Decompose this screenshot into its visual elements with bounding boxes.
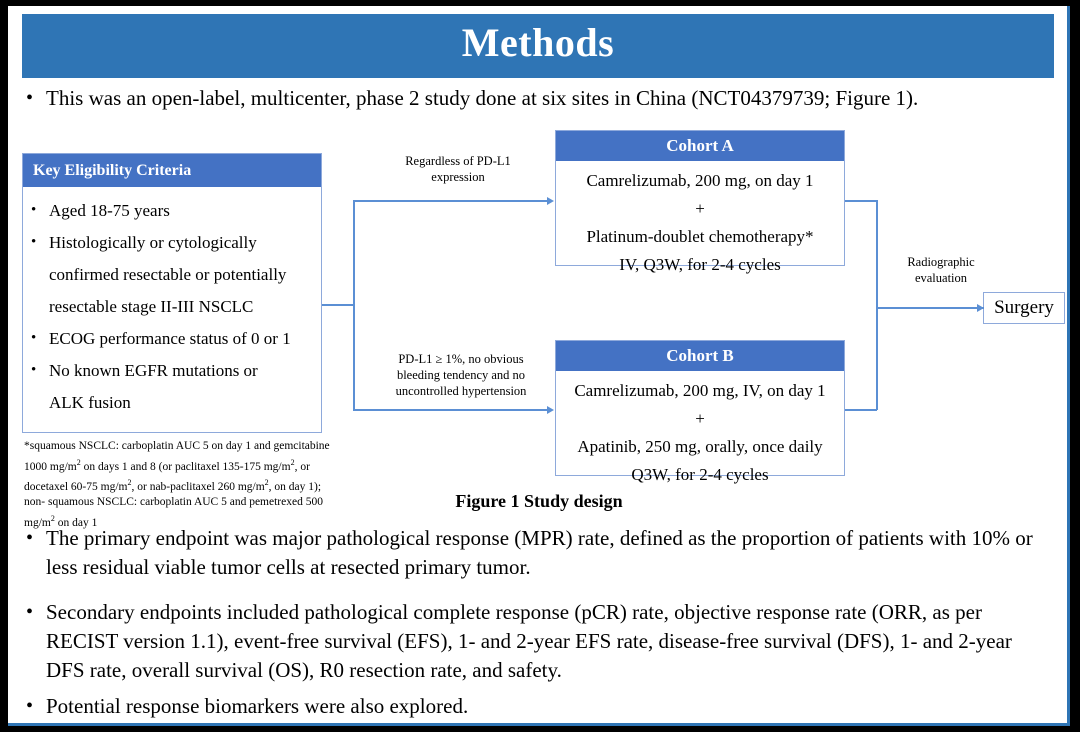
footnote-sup: 2 (50, 513, 55, 523)
arrowhead-cohort-b (547, 405, 554, 414)
study-design-figure: Key Eligibility Criteria • Aged 18-75 ye… (8, 124, 1067, 528)
list-item-label: No known EGFR mutations or (49, 361, 258, 380)
bullet-biomarkers: • Potential response biomarkers were als… (26, 692, 1048, 721)
cohort-b-header: Cohort B (556, 341, 844, 371)
connector-surgery-horizontal (876, 307, 984, 309)
figure-footnote: *squamous NSCLC: carboplatin AUC 5 on da… (24, 439, 344, 531)
cohort-b-box: Cohort B Camrelizumab, 200 mg, IV, on da… (555, 340, 845, 484)
bullet-marker: • (26, 527, 34, 549)
list-item: confirmed resectable or potentially (31, 259, 315, 290)
list-marker: • (31, 362, 37, 378)
bullet-marker: • (26, 695, 34, 717)
footnote-line3-a: squamous NSCLC: carboplatin AUC 5 and pe… (24, 496, 323, 529)
bullet-secondary-endpoints: • Secondary endpoints included pathologi… (26, 598, 1048, 685)
footnote-sup: 2 (127, 477, 132, 487)
footnote-line2-c: , or nab-paclitaxel 260 mg/m (131, 480, 265, 493)
bullet-intro-text: This was an open-label, multicenter, pha… (46, 86, 919, 110)
bullet-secondary-endpoints-text: Secondary endpoints included pathologica… (46, 600, 1012, 682)
connector-cohort-a-out (845, 200, 877, 202)
bullet-primary-endpoint: • The primary endpoint was major patholo… (26, 524, 1048, 582)
cohort-a-header: Cohort A (556, 131, 844, 161)
bullet-marker: • (26, 87, 34, 109)
connector-cohort-b-out (845, 409, 877, 411)
list-item: • ECOG performance status of 0 or 1 (31, 323, 315, 354)
eligibility-criteria-box: Key Eligibility Criteria • Aged 18-75 ye… (22, 153, 322, 433)
footnote-sup: 2 (290, 457, 295, 467)
bullet-marker: • (26, 601, 34, 623)
list-marker: • (31, 330, 37, 346)
footnote-sup: 2 (264, 477, 269, 487)
connector-split-vertical (353, 200, 355, 410)
footnote-line2-d: , on day 1); non- (24, 480, 322, 509)
surgery-box: Surgery (983, 292, 1065, 324)
bullet-primary-endpoint-text: The primary endpoint was major pathologi… (46, 526, 1033, 579)
slide-title-band: Methods (22, 14, 1054, 78)
figure-caption: Figure 1 Study design (455, 491, 623, 511)
connector-lower-horizontal (353, 409, 548, 411)
list-item-label: ALK fusion (49, 393, 131, 412)
cohort-a-plus: + (695, 199, 705, 218)
bullet-biomarkers-text: Potential response biomarkers were also … (46, 694, 469, 718)
list-item-label: resectable stage II-III NSCLC (49, 297, 254, 316)
list-item: • Histologically or cytologically (31, 227, 315, 258)
connector-upper-horizontal (353, 200, 548, 202)
cohort-a-body: Camrelizumab, 200 mg, on day 1 + Platinu… (556, 161, 844, 287)
list-marker: • (31, 202, 37, 218)
list-item-label: confirmed resectable or potentially (49, 265, 287, 284)
cohort-b-line3: Apatinib, 250 mg, orally, once daily (577, 437, 823, 456)
cohort-b-line4: Q3W, for 2-4 cycles (631, 465, 769, 484)
eligibility-list: • Aged 18-75 years • Histologically or c… (23, 187, 321, 419)
cohort-a-line1: Camrelizumab, 200 mg, on day 1 (586, 171, 814, 190)
footnote-line3-b: on day 1 (54, 516, 98, 529)
arrowhead-cohort-a (547, 196, 554, 205)
eligibility-header: Key Eligibility Criteria (23, 154, 321, 187)
connector-label-lower: PD-L1 ≥ 1%, no obvious bleeding tendency… (395, 352, 527, 398)
connector-label-upper: Regardless of PD-L1 expression (405, 154, 511, 184)
connector-stub-horizontal (322, 304, 354, 306)
list-item: • No known EGFR mutations or (31, 355, 315, 386)
cohort-a-line3: Platinum-doublet chemotherapy* (586, 227, 814, 246)
footnote-line1-a: *squamous NSCLC: carboplatin AUC 5 on da… (24, 440, 330, 473)
arrowhead-surgery (977, 303, 984, 312)
list-item-label: Histologically or cytologically (49, 233, 257, 252)
bullet-intro: • This was an open-label, multicenter, p… (26, 84, 1046, 113)
list-item: • Aged 18-75 years (31, 195, 315, 226)
cohort-b-plus: + (695, 409, 705, 428)
list-marker: • (31, 234, 37, 250)
footnote-sup: 2 (76, 457, 81, 467)
slide: Methods • This was an open-label, multic… (8, 6, 1070, 726)
cohort-a-box: Cohort A Camrelizumab, 200 mg, on day 1 … (555, 130, 845, 274)
connector-merge-vertical (876, 200, 878, 410)
footnote-line2-b: , or docetaxel 60-75 mg/m (24, 460, 310, 493)
cohort-a-line4: IV, Q3W, for 2-4 cycles (619, 255, 781, 274)
list-item: resectable stage II-III NSCLC (31, 291, 315, 322)
cohort-b-body: Camrelizumab, 200 mg, IV, on day 1 + Apa… (556, 371, 844, 497)
footnote-line1-b: on days 1 and 8 (or (80, 460, 173, 473)
list-item-label: Aged 18-75 years (49, 201, 170, 220)
list-item-label: ECOG performance status of 0 or 1 (49, 329, 291, 348)
page-title: Methods (461, 20, 615, 65)
connector-label-radiographic: Radiographic evaluation (907, 255, 975, 285)
cohort-b-line1: Camrelizumab, 200 mg, IV, on day 1 (574, 381, 826, 400)
footnote-line2-a: paclitaxel 135-175 mg/m (174, 460, 291, 473)
list-item: ALK fusion (31, 387, 315, 418)
